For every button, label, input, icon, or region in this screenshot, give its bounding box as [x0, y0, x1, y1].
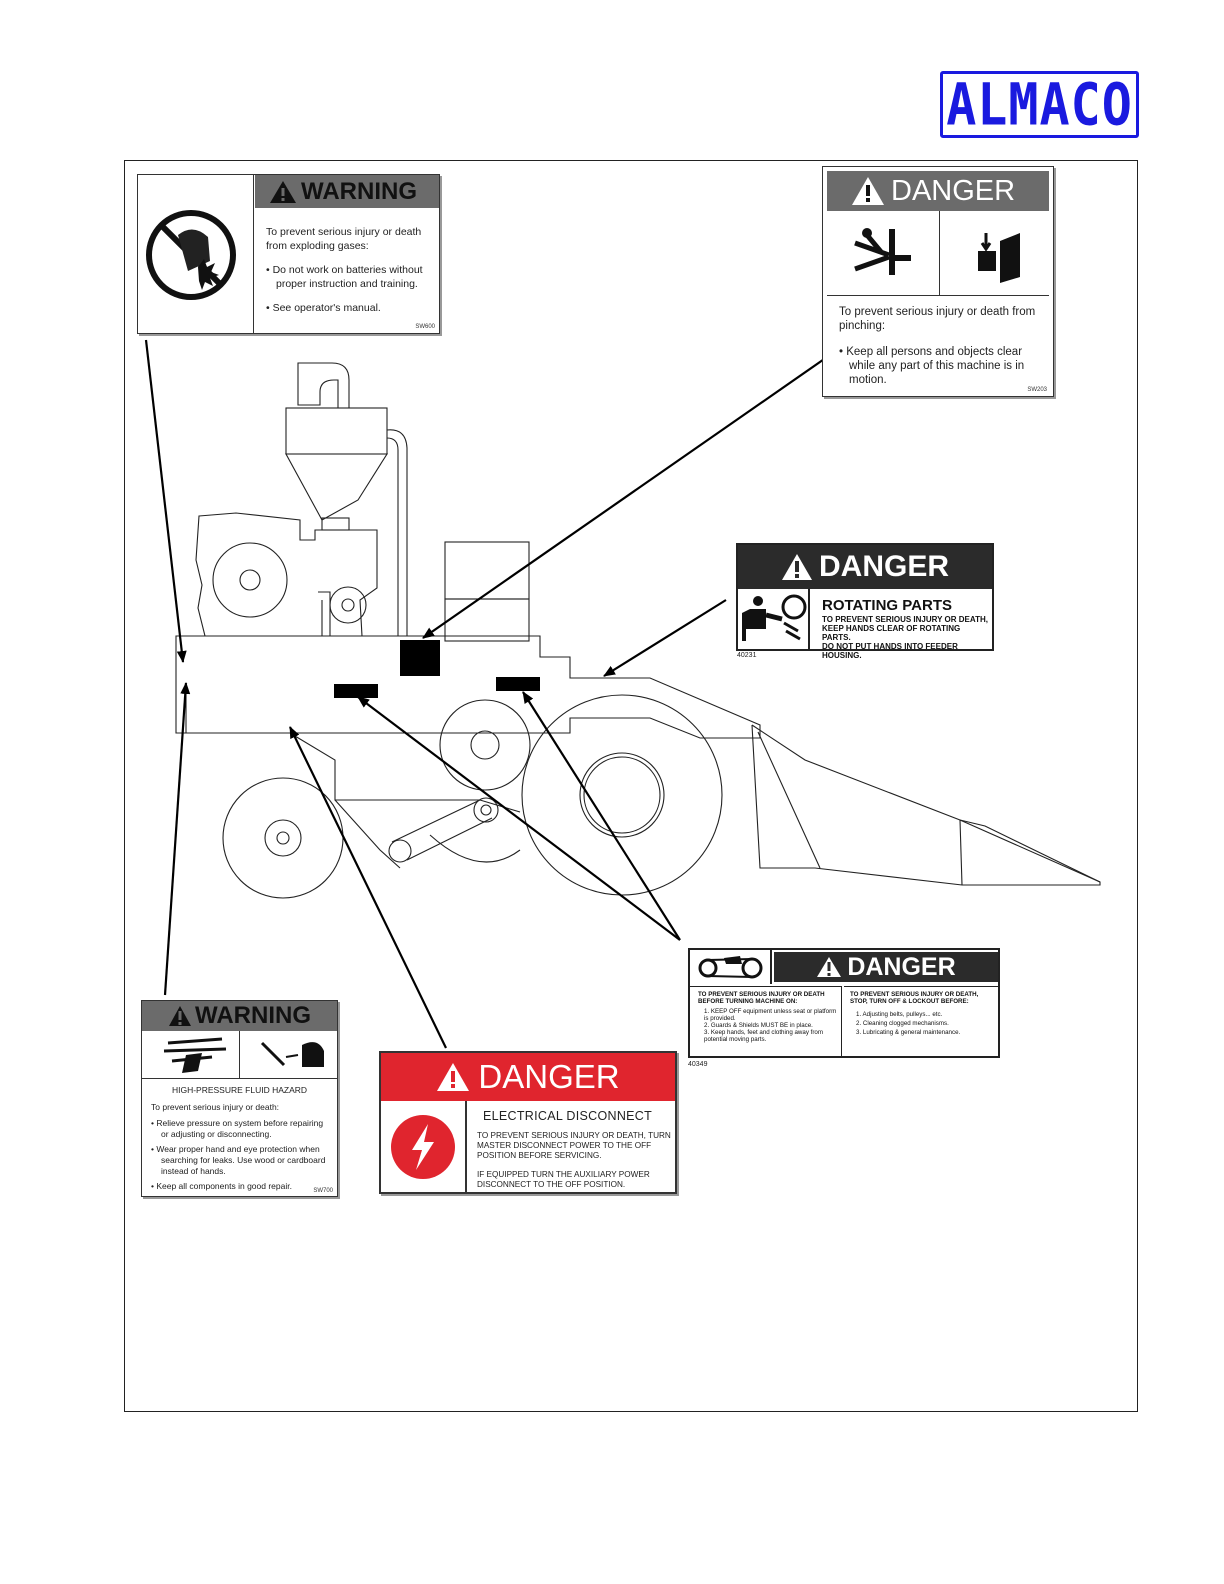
fluid-jet-icon	[163, 1037, 227, 1073]
hazard-title: HIGH-PRESSURE FLUID HAZARD	[171, 1085, 308, 1095]
body-crush-icon	[854, 228, 911, 275]
hazard-line: KEEP HANDS CLEAR OF ROTATING PARTS.	[822, 624, 961, 642]
decal-code: SW203	[1027, 387, 1047, 393]
belt-pictogram	[690, 950, 772, 984]
instruction-bullet: Do not work on batteries without proper …	[272, 264, 423, 290]
signal-word: DANGER	[847, 952, 956, 981]
list-item: 2. Cleaning clogged mechanisms.	[856, 1020, 949, 1027]
instruction-bullet: Relieve pressure on system before repair…	[156, 1118, 324, 1139]
hazard-line: DO NOT PUT HANDS INTO FEEDER HOUSING.	[822, 642, 958, 660]
hazard-intro: To prevent serious injury or death from …	[839, 306, 1036, 332]
logo-text: ALMACO	[946, 71, 1133, 138]
decal-code: 40349	[688, 1061, 708, 1068]
section-heading: TO PREVENT SERIOUS INJURY OR DEATH BEFOR…	[698, 991, 825, 1005]
section-heading: TO PREVENT SERIOUS INJURY OR DEATH, STOP…	[850, 991, 979, 1005]
signal-word: WARNING	[195, 1002, 311, 1029]
decal-code: 40231	[737, 652, 757, 659]
danger-triangle-icon	[817, 957, 842, 977]
signal-word: DANGER	[478, 1058, 620, 1095]
hazard-title: ROTATING PARTS	[822, 597, 952, 614]
warning-triangle-icon	[169, 1006, 191, 1026]
list-item: 1. KEEP OFF equipment unless seat or pla…	[704, 1008, 837, 1022]
battery-explosion-icon	[146, 210, 236, 300]
electric-shock-pictogram	[381, 1101, 467, 1192]
list-item: 1. Adjusting belts, pulleys... etc.	[856, 1011, 943, 1018]
instruction-text: TO PREVENT SERIOUS INJURY OR DEATH, TURN…	[477, 1131, 671, 1160]
instruction-bullet: Keep all persons and objects clear while…	[846, 346, 1025, 386]
figure-frame	[124, 160, 1138, 1412]
decal-code: SW700	[313, 1188, 333, 1194]
signal-word: WARNING	[301, 177, 417, 205]
instruction-text: IF EQUIPPED TURN THE AUXILIARY POWER DIS…	[477, 1170, 650, 1189]
hazard-title: ELECTRICAL DISCONNECT	[483, 1109, 653, 1123]
hand-crush-icon	[978, 233, 1020, 283]
danger-triangle-icon	[437, 1063, 470, 1091]
hazard-line: TO PREVENT SERIOUS INJURY OR DEATH,	[822, 615, 988, 624]
almaco-logo: ALMACO	[940, 71, 1139, 138]
list-item: 2. Guards & Shields MUST BE in place.	[704, 1022, 813, 1029]
crush-pictogram	[827, 211, 940, 296]
fluid-injection-pictogram	[142, 1031, 240, 1079]
belt-pulley-icon	[698, 956, 763, 979]
danger-triangle-icon	[781, 554, 812, 580]
hazard-intro: To prevent serious injury or death:	[151, 1102, 280, 1112]
list-item: 3. Keep hands, feet and clothing away fr…	[704, 1029, 824, 1043]
battery-warning-decal: WARNING To prevent serious injury or dea…	[137, 174, 440, 334]
eye-protection-pictogram	[240, 1031, 337, 1079]
face-shield-icon	[260, 1041, 324, 1067]
hand-gear-icon	[742, 594, 807, 641]
instruction-bullet: See operator's manual.	[272, 302, 381, 314]
signal-word: DANGER	[818, 550, 949, 583]
electrical-danger-decal: DANGER ELECTRICAL DISCONNECT TO PREVENT …	[379, 1051, 677, 1194]
danger-triangle-icon	[852, 177, 884, 205]
no-spark-pictogram	[138, 175, 254, 333]
warning-triangle-icon	[270, 180, 296, 203]
rotating-parts-danger-decal: DANGER ROTATING PARTS TO PREVENT SERIOUS…	[736, 543, 994, 660]
instruction-bullet: Wear proper hand and eye protection when…	[156, 1144, 326, 1176]
hazard-intro: To prevent serious injury or death from …	[266, 226, 422, 252]
instruction-bullet: Keep all components in good repair.	[156, 1181, 292, 1191]
belt-danger-decal: DANGER TO PREVENT SERIOUS INJURY OR DEAT…	[688, 948, 1000, 1058]
pinch-danger-decal: DANGER To prevent serious injury or deat…	[822, 166, 1054, 397]
rotating-pictogram	[738, 589, 810, 649]
fluid-warning-decal: WARNING HIGH-PRESSURE FLUID HAZARD To pr…	[141, 1000, 338, 1197]
hand-crush-pictogram	[940, 211, 1049, 296]
list-item: 3. Lubricating & general maintenance.	[856, 1029, 961, 1036]
decal-code: SW600	[415, 324, 435, 330]
signal-word: DANGER	[891, 174, 1016, 207]
lightning-bolt-icon	[391, 1114, 455, 1179]
